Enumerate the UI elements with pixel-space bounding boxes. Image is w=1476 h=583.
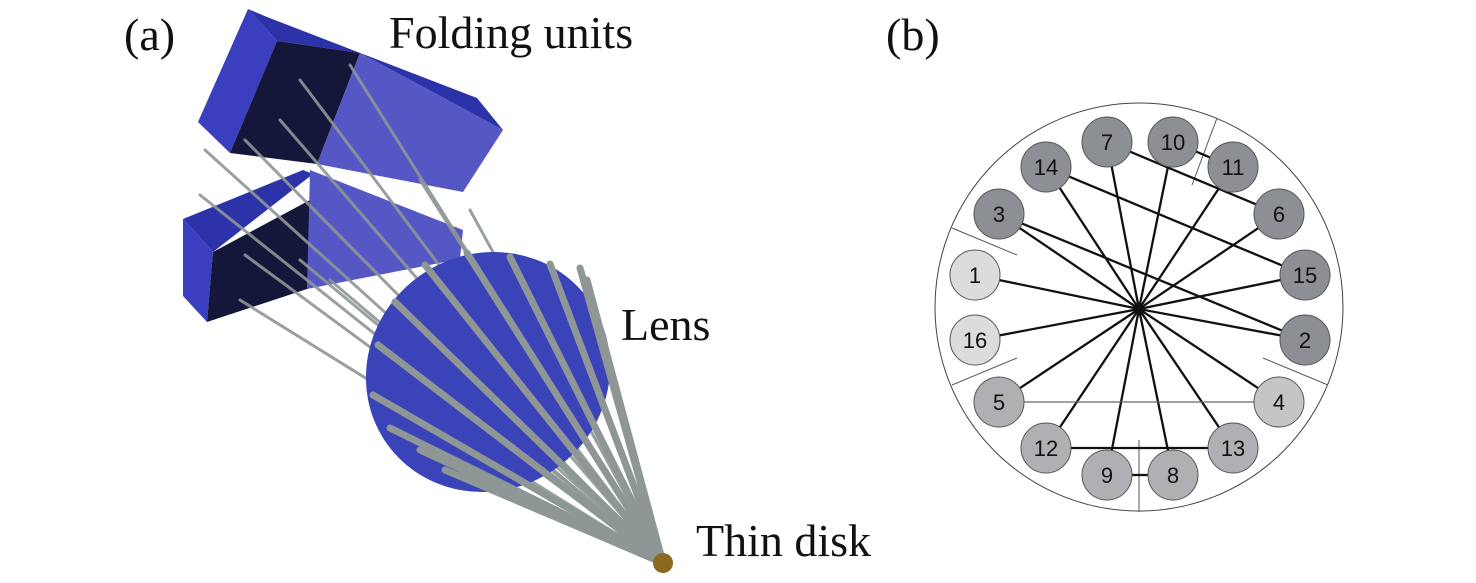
mirror-node-label: 2 [1299, 328, 1311, 353]
thin-disk [653, 553, 673, 573]
sector-divider [951, 227, 1018, 256]
sector-divider [1262, 357, 1329, 386]
mirror-node-label: 5 [993, 390, 1005, 415]
mirror-node-label: 16 [963, 328, 987, 353]
beam-path-to-center [1058, 308, 1140, 428]
beam-path-link [1129, 150, 1257, 206]
mirror-node-circle [1081, 449, 1133, 501]
beam-rod [576, 264, 667, 567]
mirror-node-circle [1207, 422, 1259, 474]
mirror-node-1: 1 [949, 249, 1001, 301]
label-lens: Lens [621, 299, 711, 350]
folding-unit-bottom-side-face [183, 219, 213, 322]
mirror-node-circle [1253, 188, 1305, 240]
mirror-node-circle [1020, 422, 1072, 474]
folding-unit-top-dark-face [230, 41, 360, 164]
beam-rod [546, 260, 667, 567]
beam-path-to-center [1137, 308, 1170, 451]
mirror-node-label: 15 [1293, 263, 1317, 288]
mirror-node-7: 7 [1081, 116, 1133, 168]
beam-path-to-center [999, 278, 1140, 311]
mirror-node-label: 11 [1222, 155, 1245, 180]
beam-rod [369, 391, 667, 567]
mirror-node-circle [1279, 249, 1331, 301]
label-folding-units: Folding units [389, 7, 634, 58]
mirror-node-circle [1147, 116, 1199, 168]
beam-path-to-center [1138, 308, 1259, 390]
mirror-node-6: 6 [1253, 188, 1305, 240]
mirror-node-circle [1207, 141, 1259, 193]
folding-unit-top-side-face [198, 9, 277, 153]
mirror-node-12: 12 [1020, 422, 1072, 474]
folding-unit-bottom-top-face [183, 170, 313, 252]
beam-path-link [1021, 222, 1283, 332]
mirror-node-14: 14 [1020, 141, 1072, 193]
mirror-node-label: 8 [1167, 463, 1179, 488]
mirror-node-3: 3 [973, 188, 1025, 240]
beam-path-to-center [1019, 308, 1140, 390]
beam-rod [421, 261, 667, 567]
mirror-node-circle [1147, 449, 1199, 501]
mirror-node-circle [973, 376, 1025, 428]
beam-path-link [1068, 175, 1283, 267]
beam-path-to-center [1110, 308, 1141, 451]
beam-rod [506, 253, 667, 567]
mirror-node-circle [949, 314, 1001, 366]
mirror-node-label: 3 [993, 202, 1005, 227]
mirror-node-label: 9 [1101, 463, 1113, 488]
mirror-node-label: 1 [969, 263, 981, 288]
mirror-node-circle [1253, 376, 1305, 428]
mirror-node-11: 11 [1207, 141, 1259, 193]
mirror-node-circle [973, 188, 1025, 240]
mirror-node-label: 14 [1034, 155, 1058, 180]
beam-path-to-center [1138, 278, 1281, 311]
folding-unit-bottom-light-face [307, 170, 463, 289]
beam-path-to-center [1110, 166, 1141, 310]
mirror-node-label: 10 [1161, 130, 1185, 155]
lens-shape [365, 251, 611, 493]
label-thin-disk: Thin disk [696, 515, 872, 566]
beam-path-to-center [1138, 187, 1221, 310]
sector-divider [951, 357, 1018, 386]
mirror-node-label: 4 [1273, 390, 1285, 415]
mirror-node-label: 12 [1034, 436, 1058, 461]
mirror-node-5: 5 [973, 376, 1025, 428]
folding-unit-top-top-face [248, 9, 503, 130]
mirror-node-4: 4 [1253, 376, 1305, 428]
mirror-node-circle [1081, 116, 1133, 168]
mirror-node-circle [949, 249, 1001, 301]
panel-a-tag: (a) [124, 9, 176, 60]
beam-path-to-center [1138, 227, 1259, 310]
beam-rod [391, 298, 667, 567]
beam-path-to-center [1019, 227, 1140, 310]
mirror-node-16: 16 [949, 314, 1001, 366]
folding-unit-bottom-dark-face [207, 200, 310, 322]
mirror-node-2: 2 [1279, 314, 1331, 366]
mirror-node-13: 13 [1207, 422, 1259, 474]
mirror-node-label: 6 [1273, 202, 1285, 227]
mirror-node-label: 7 [1101, 130, 1113, 155]
beam-path-link [1195, 150, 1211, 159]
mirror-node-10: 10 [1147, 116, 1199, 168]
mirror-node-label: 13 [1221, 436, 1245, 461]
beam-path-to-center [1137, 166, 1170, 310]
beam-path-to-center [1058, 187, 1140, 310]
beam-path-to-center [1138, 308, 1220, 428]
mirror-node-circle [1279, 314, 1331, 366]
mirror-node-8: 8 [1147, 449, 1199, 501]
mirror-node-15: 15 [1279, 249, 1331, 301]
beam-rod [441, 466, 667, 567]
beam-path-to-center [999, 307, 1140, 337]
beam-rod [463, 249, 667, 567]
sector-divider [1191, 117, 1218, 186]
mirror-node-circle [1020, 141, 1072, 193]
beam-path-to-center [1138, 307, 1281, 337]
mirror-node-9: 9 [1081, 449, 1133, 501]
beam-rod [374, 341, 667, 567]
panel-b-tag: (b) [886, 9, 940, 60]
